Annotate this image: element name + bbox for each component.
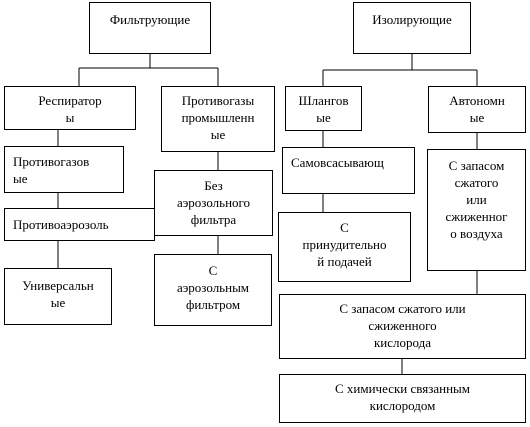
node-forced-supply: С принудительно й подачей	[278, 212, 411, 282]
node-without-aerosol-filter-label: Без аэрозольного фильтра	[176, 178, 251, 227]
node-hose: Шлангов ые	[285, 86, 362, 131]
node-with-aerosol-filter-label: С аэрозольным фильтром	[176, 263, 250, 312]
node-gas-mask: Противогазов ые	[4, 146, 124, 193]
node-forced-supply-label: С принудительно й подачей	[302, 220, 387, 269]
node-gas-mask-label: Противогазов ые	[13, 154, 90, 186]
node-anti-aerosol: Противоаэрозоль	[4, 208, 155, 241]
node-anti-aerosol-label: Противоаэрозоль	[13, 217, 109, 232]
node-filtering-label: Фильтрующие	[109, 12, 191, 27]
node-universal-label: Универсальн ые	[22, 278, 94, 310]
node-compressed-oxygen: С запасом сжатого или сжиженного кислоро…	[279, 294, 526, 359]
node-isolating-label: Изолирующие	[372, 12, 452, 27]
node-chemically-bound-oxygen: С химически связанным кислородом	[279, 374, 526, 423]
node-respirators: Респиратор ы	[4, 86, 136, 130]
node-gas-masks-industrial-label: Противогазы промышленн ые	[181, 93, 255, 142]
node-without-aerosol-filter: Без аэрозольного фильтра	[154, 170, 273, 236]
node-hose-label: Шлангов ые	[298, 93, 349, 125]
node-compressed-oxygen-label: С запасом сжатого или сжиженного кислоро…	[339, 301, 466, 350]
node-respirators-label: Респиратор ы	[38, 93, 102, 125]
node-compressed-air-label: С запасом сжатого или сжиженног о воздух…	[445, 158, 508, 241]
node-autonomous: Автономн ые	[428, 86, 526, 133]
node-universal: Универсальн ые	[4, 268, 112, 325]
node-compressed-air: С запасом сжатого или сжиженног о воздух…	[427, 149, 526, 271]
node-self-suction: Самовсасывающ	[282, 147, 415, 194]
node-gas-masks-industrial: Противогазы промышленн ые	[161, 86, 275, 152]
node-self-suction-label: Самовсасывающ	[291, 155, 384, 170]
node-isolating: Изолирующие	[353, 2, 471, 54]
node-with-aerosol-filter: С аэрозольным фильтром	[154, 254, 272, 326]
node-chemically-bound-oxygen-label: С химически связанным кислородом	[335, 381, 470, 413]
node-autonomous-label: Автономн ые	[449, 93, 505, 125]
node-filtering: Фильтрующие	[89, 2, 211, 54]
